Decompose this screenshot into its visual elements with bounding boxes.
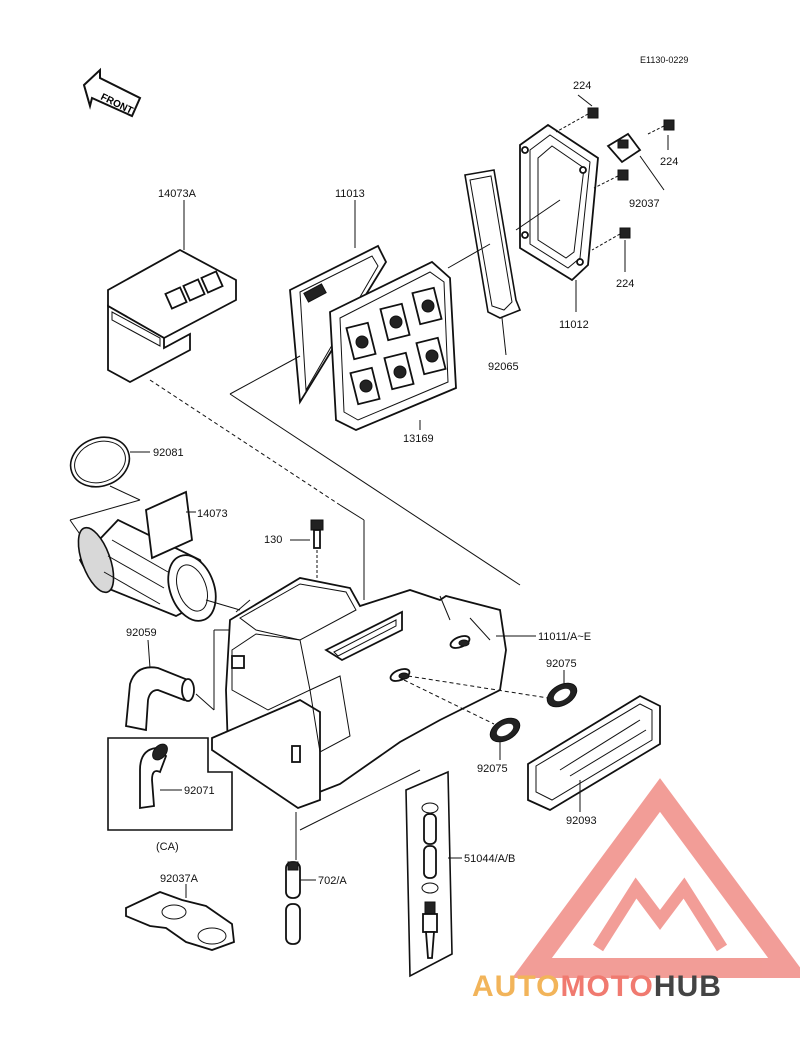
hose-92059 [125, 666, 195, 732]
duct-14073A [107, 248, 237, 384]
label-14073A: 14073A [158, 188, 197, 200]
clamp-92037A [125, 891, 235, 951]
label-13169: 13169 [403, 433, 434, 445]
label-92093: 92093 [566, 815, 597, 827]
label-130: 130 [264, 534, 282, 546]
label-14073: 14073 [197, 508, 228, 520]
label-92065: 92065 [488, 361, 519, 373]
label-702: 702/A [318, 875, 347, 887]
drain-kit-51044 [405, 770, 453, 978]
label-92075-a: 92075 [546, 658, 577, 670]
logo-text-auto: AUTO [472, 970, 560, 1003]
label-92037A: 92037A [160, 873, 199, 885]
label-92059: 92059 [126, 627, 157, 639]
bolt-224-bottom [591, 227, 631, 251]
logo-text-hub: HUB [654, 970, 722, 1003]
label-224-bottom: 224 [616, 278, 634, 290]
logo-triangle [512, 778, 800, 978]
label-11011: 11011/A~E [538, 631, 591, 643]
label-224-top: 224 [573, 80, 591, 92]
bolt-mid [593, 169, 629, 189]
logo-text: AUTOMOTOHUB [472, 970, 722, 1003]
label-224-right: 224 [660, 156, 678, 168]
label-11012: 11012 [559, 319, 589, 331]
ring-92081 [69, 436, 131, 488]
tube-702 [285, 861, 301, 945]
label-92081: 92081 [153, 447, 184, 459]
air-cleaner-case-11011 [211, 577, 507, 810]
grommet-92075-b [489, 717, 521, 743]
gasket-92065 [464, 169, 522, 319]
logo-text-moto: MOTO [560, 970, 653, 1003]
air-cleaner-cover-11012 [519, 123, 599, 282]
bolt-224-top [555, 107, 599, 133]
inlet-duct-14073 [77, 490, 217, 622]
bolt-130 [310, 519, 324, 549]
automotohub-logo [512, 778, 800, 978]
label-ca: (CA) [156, 841, 179, 853]
bolt-224-right [647, 119, 675, 135]
fitting-92071 [139, 743, 168, 810]
ca-box [107, 737, 233, 831]
cover-92093 [527, 694, 661, 812]
label-92071: 92071 [184, 785, 215, 797]
label-51044: 51044/A/B [464, 853, 515, 865]
element-holder-13169 [329, 260, 457, 431]
reference-code: E1130-0229 [640, 55, 688, 65]
label-92037: 92037 [629, 198, 660, 210]
label-92075-b: 92075 [477, 763, 508, 775]
clamp-92037 [606, 132, 642, 164]
label-11013: 11013 [335, 188, 365, 200]
grommet-92075-a [546, 682, 578, 708]
front-arrow-icon: FRONT [82, 67, 142, 118]
